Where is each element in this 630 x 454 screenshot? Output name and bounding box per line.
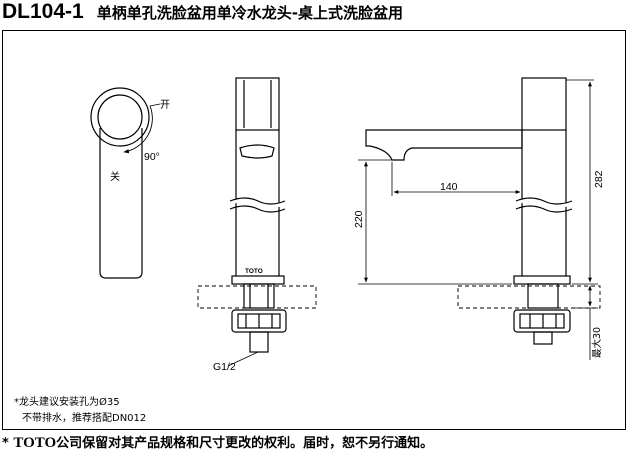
footer-star: * <box>2 436 9 451</box>
angle-label: 90° <box>144 151 160 163</box>
front-counter-section <box>197 285 317 309</box>
brand-mark: TOTO <box>245 268 263 275</box>
install-note-1: *龙头建议安装孔为Ø35 <box>14 395 120 408</box>
disclaimer-footer: * TOTO公司保留对其产品规格和尺寸更改的权利。届时，恕不另行通知。 <box>2 433 628 453</box>
handle-lever <box>99 128 143 279</box>
dim-label-max30: 最大30 <box>591 327 603 358</box>
side-counter-section <box>457 285 601 309</box>
footer-brand: TOTO <box>13 435 57 451</box>
install-note-2: 不带排水，推荐搭配DN012 <box>22 411 146 424</box>
faucet-front-view <box>197 77 317 367</box>
dim-label-220: 220 <box>353 210 365 228</box>
handle-inner-ring <box>97 94 143 140</box>
drawing-frame <box>2 30 626 430</box>
side-mount-nut <box>513 309 571 333</box>
front-base-plate <box>231 275 285 285</box>
model-code: DL104-1 <box>2 0 84 23</box>
dim-label-140: 140 <box>440 181 458 193</box>
footer-text: 公司保留对其产品规格和尺寸更改的权利。届时，恕不另行通知。 <box>56 436 434 451</box>
handle-outer-ring <box>90 87 150 147</box>
thread-leader <box>227 351 259 367</box>
faucet-side-view <box>358 77 601 360</box>
open-label: 开 <box>160 100 170 111</box>
thread-label: G1/2 <box>213 361 236 373</box>
handle-top-view <box>90 87 161 279</box>
side-spout <box>365 129 523 161</box>
side-handle-block <box>521 77 567 131</box>
side-inlet-pipe <box>533 331 553 345</box>
side-base-plate <box>513 275 571 285</box>
front-outlet <box>239 144 275 159</box>
front-inlet-pipe <box>249 331 269 353</box>
close-label: 关 <box>110 170 120 183</box>
product-description: 单柄单孔洗脸盆用单冷水龙头-桌上式洗脸盆用 <box>96 3 404 22</box>
dim-label-282: 282 <box>593 170 605 188</box>
open-leader <box>149 103 161 107</box>
title-bar: DL104-1 单柄单孔洗脸盆用单冷水龙头-桌上式洗脸盆用 <box>2 0 628 28</box>
front-handle-block <box>235 77 280 131</box>
rotation-arc <box>123 105 153 154</box>
